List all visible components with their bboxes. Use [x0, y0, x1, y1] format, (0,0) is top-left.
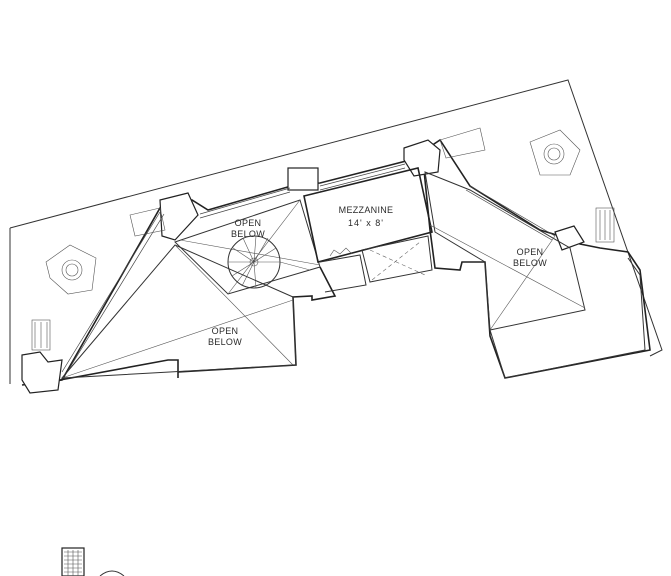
open-below-lower-label-line1: OPEN — [212, 326, 239, 336]
title-block-fragment — [61, 547, 125, 576]
mezzanine-room — [303, 167, 433, 293]
open-below-right-area — [424, 171, 646, 379]
mezzanine-name-label: MEZZANINE — [339, 205, 394, 215]
open-below-upper-label-line2: BELOW — [231, 229, 265, 239]
open-below-upper-area — [174, 199, 321, 295]
open-below-right-label-line1: OPEN — [517, 247, 544, 257]
open-below-right-label-line2: BELOW — [513, 258, 547, 268]
window-strips — [61, 163, 556, 375]
mezzanine-size-label: 14' x 8' — [348, 218, 384, 228]
spiral-stair — [227, 235, 311, 289]
open-below-upper-label-line1: OPEN — [235, 218, 262, 228]
open-below-lower-label-line2: BELOW — [208, 337, 242, 347]
site-outline — [9, 79, 663, 384]
corner-bays — [21, 127, 615, 394]
open-below-lower-area — [60, 244, 297, 379]
exterior-walls — [21, 138, 651, 386]
